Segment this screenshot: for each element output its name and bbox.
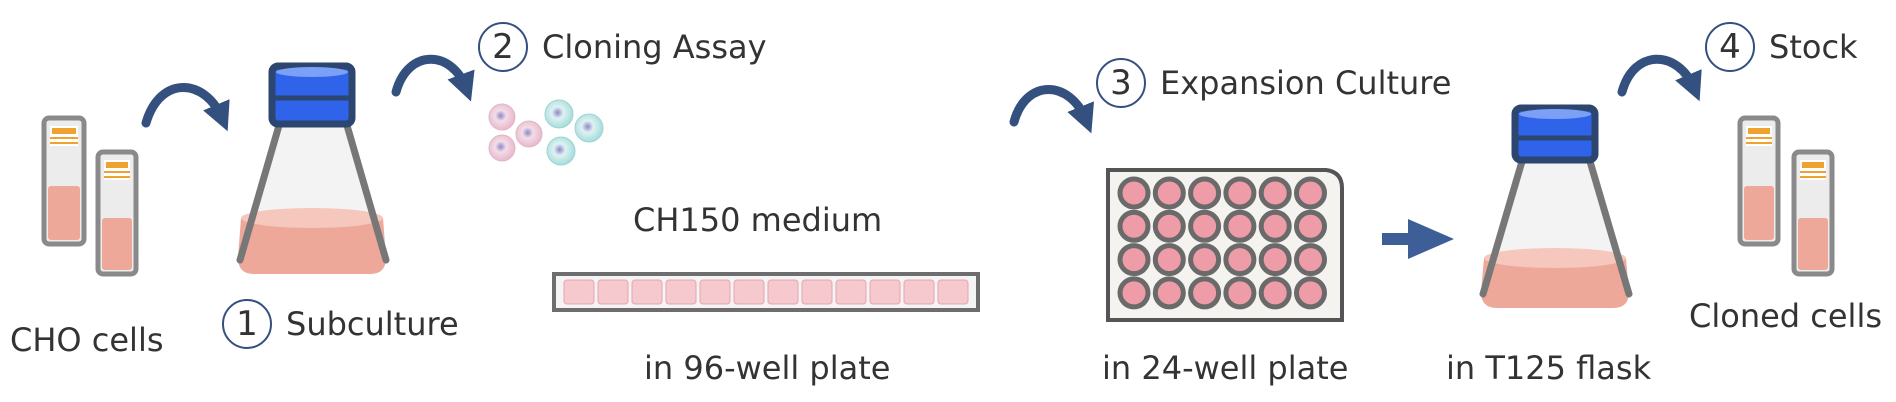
plate-well xyxy=(1258,276,1292,310)
step-3-expansion-culture: 3 Expansion Culture xyxy=(1096,58,1451,108)
step-1-subculture: 1 Subculture xyxy=(222,299,459,349)
strip-well xyxy=(767,279,799,305)
strip-well xyxy=(631,279,663,305)
plate-well xyxy=(1188,276,1222,310)
well-plate-icon xyxy=(1106,168,1344,322)
cho-cells-label: CHO cells xyxy=(10,321,164,359)
plate-well xyxy=(1117,276,1151,310)
plate-well xyxy=(1223,243,1257,277)
plate-well xyxy=(1117,209,1151,243)
erlenmeyer-flask-icon xyxy=(1479,104,1633,308)
step-2-cloning-assay: 2 Cloning Assay xyxy=(478,22,767,72)
step-label: Expansion Culture xyxy=(1160,64,1452,102)
curved-arrow-icon xyxy=(141,83,230,132)
plate96-label: in 96-well plate xyxy=(644,349,891,387)
cryovial-icon xyxy=(1737,115,1781,247)
right-arrow-icon xyxy=(1382,219,1454,259)
strip-well xyxy=(733,279,765,305)
step-label: Stock xyxy=(1769,28,1858,66)
plate-well xyxy=(1294,176,1327,210)
strip-well xyxy=(801,279,833,305)
medium-label: CH150 medium xyxy=(633,201,883,239)
plate-well xyxy=(1188,243,1222,277)
plate24-label: in 24-well plate xyxy=(1102,349,1349,387)
step-4-stock: 4 Stock xyxy=(1705,22,1858,72)
strip-well xyxy=(597,279,629,305)
plate-well xyxy=(1152,209,1186,243)
erlenmeyer-flask-icon xyxy=(236,62,390,274)
cloned-cells-label: Cloned cells xyxy=(1689,297,1882,335)
plate-well xyxy=(1223,209,1257,243)
plate-well xyxy=(1117,176,1151,210)
plate-well xyxy=(1258,209,1292,243)
step-number-badge: 3 xyxy=(1096,58,1146,108)
plate-well xyxy=(1188,209,1222,243)
plate-well xyxy=(1117,243,1151,277)
strip-well xyxy=(869,279,901,305)
strip-well xyxy=(563,279,595,305)
plate-well xyxy=(1294,209,1327,243)
step-label: Subculture xyxy=(286,305,459,343)
strip-well xyxy=(937,279,969,305)
curved-arrow-icon xyxy=(1009,85,1095,134)
plate-well xyxy=(1188,176,1222,210)
plate-well xyxy=(1258,243,1292,277)
step-label: Cloning Assay xyxy=(542,28,767,66)
strip-well xyxy=(903,279,935,305)
plate-well xyxy=(1294,243,1327,277)
plate-well xyxy=(1258,176,1292,210)
cryovial-icon xyxy=(1791,149,1835,277)
step-number-badge: 1 xyxy=(222,299,272,349)
step-number-badge: 4 xyxy=(1705,22,1755,72)
step-number-badge: 2 xyxy=(478,22,528,72)
strip-well xyxy=(665,279,697,305)
plate-well xyxy=(1294,276,1327,310)
plate-well xyxy=(1152,276,1186,310)
strip-well xyxy=(835,279,867,305)
cell-cluster-icon xyxy=(488,99,604,166)
plate-well xyxy=(1152,176,1186,210)
strip-well xyxy=(699,279,731,305)
cryovial-icon xyxy=(41,115,87,247)
cryovial-icon xyxy=(95,149,139,277)
well-strip-icon xyxy=(552,272,980,312)
plate-well xyxy=(1152,243,1186,277)
flask-label: in T125 flask xyxy=(1446,349,1652,387)
plate-well xyxy=(1223,176,1257,210)
curved-arrow-icon xyxy=(1617,54,1702,102)
curved-arrow-icon xyxy=(391,54,475,102)
plate-well xyxy=(1223,276,1257,310)
